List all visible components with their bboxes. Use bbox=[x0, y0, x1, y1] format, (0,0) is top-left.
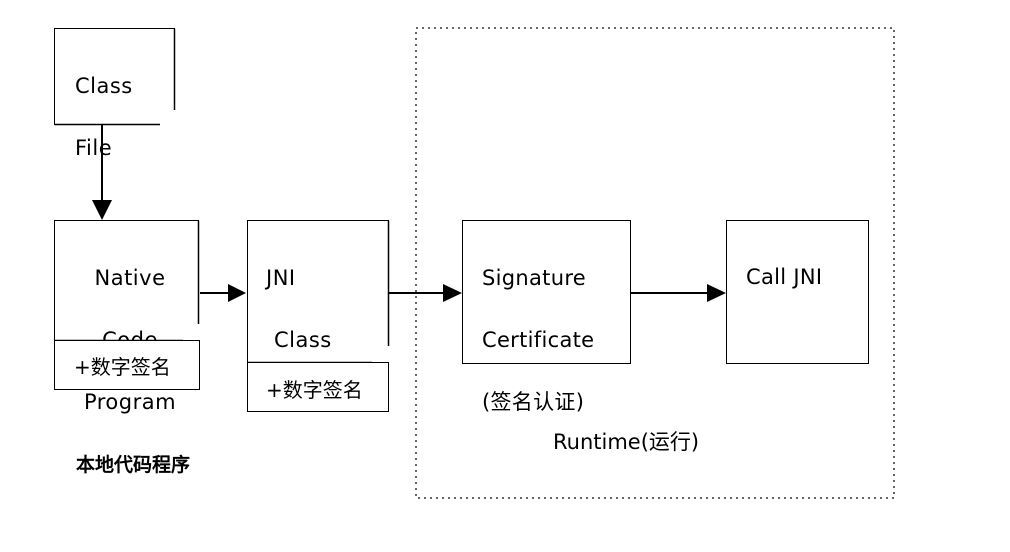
class-file-node bbox=[54, 28, 175, 125]
native-group-caption: 本地代码程序 bbox=[76, 454, 191, 476]
jni-class-label: JNI Class File bbox=[266, 232, 332, 449]
arrowhead-native-to-jni bbox=[228, 284, 246, 302]
class-file-line2: File bbox=[75, 136, 113, 160]
native-code-sig-tag bbox=[54, 340, 200, 390]
arrowhead-signature-to-calljni bbox=[707, 284, 726, 302]
native-code-line1: Native bbox=[94, 266, 166, 290]
jni-class-line2: Class bbox=[274, 328, 332, 352]
call-jni-label: Call JNI bbox=[746, 265, 823, 289]
jni-class-node bbox=[247, 220, 389, 363]
signature-line2: Certificate bbox=[482, 328, 595, 352]
runtime-caption: Runtime(运行) bbox=[553, 430, 700, 454]
call-jni-node bbox=[726, 220, 869, 364]
class-file-outline bbox=[54, 28, 176, 126]
arrowhead-jni-to-signature bbox=[443, 284, 462, 302]
jni-class-line1: JNI bbox=[266, 266, 296, 290]
signature-label: Signature Certificate (签名认证) bbox=[482, 232, 594, 449]
arrowhead-class-to-native bbox=[92, 200, 112, 220]
jni-class-sig-label: +数字签名 bbox=[266, 378, 363, 402]
native-code-line3: Program bbox=[83, 390, 177, 414]
signature-line1: Signature bbox=[482, 266, 587, 290]
signature-line3: (签名认证) bbox=[482, 390, 585, 414]
native-code-sig-label: +数字签名 bbox=[74, 355, 171, 379]
signature-node bbox=[462, 220, 631, 364]
jni-class-sig-tag bbox=[247, 362, 389, 412]
native-code-node bbox=[54, 220, 199, 341]
class-file-label: Class File bbox=[75, 40, 133, 195]
class-file-line1: Class bbox=[75, 74, 133, 98]
